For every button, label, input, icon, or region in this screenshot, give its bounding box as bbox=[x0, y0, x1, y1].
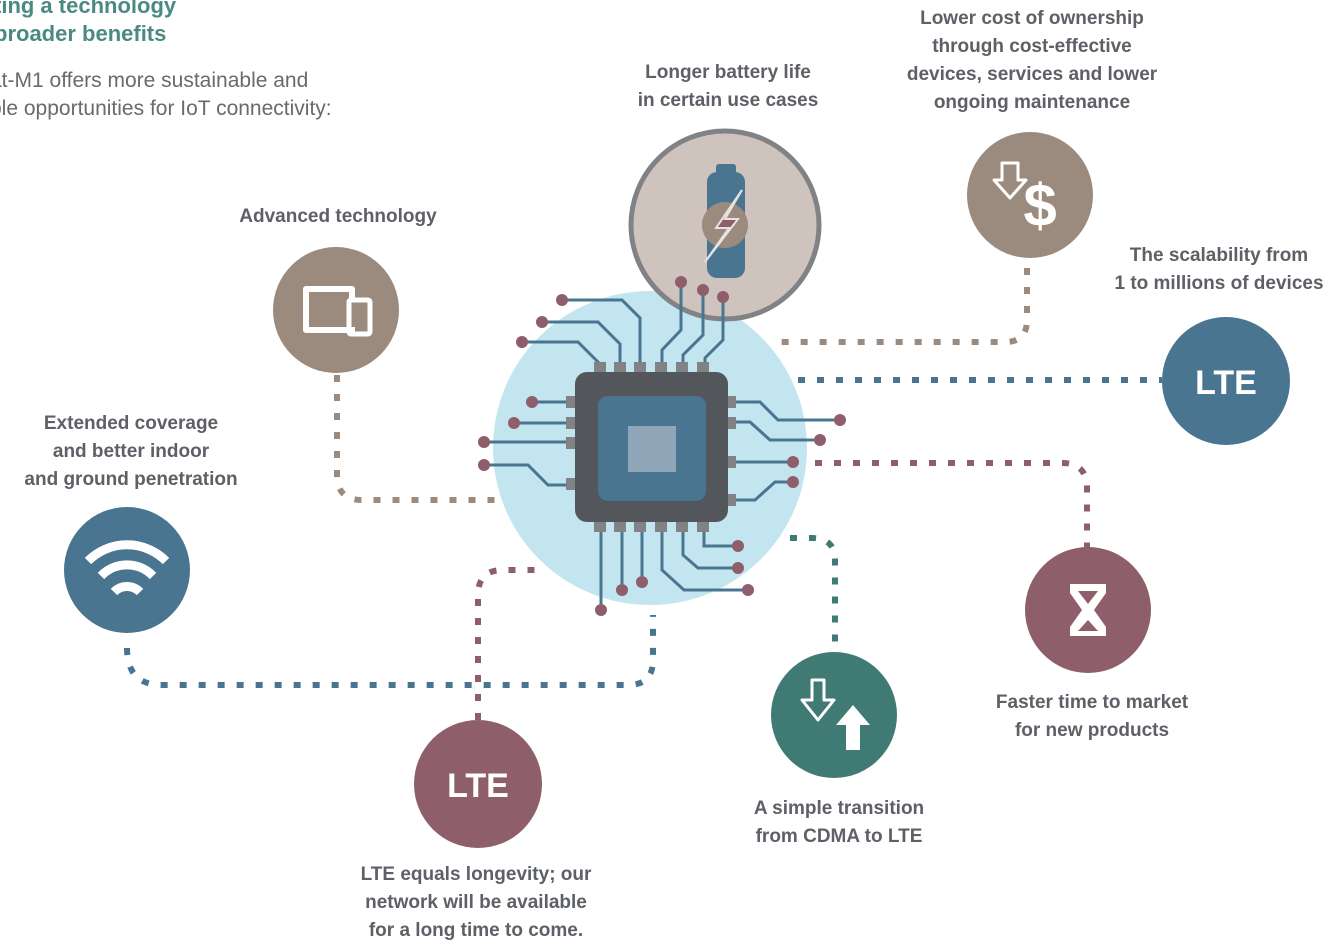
label-line: A simple transition bbox=[753, 798, 925, 819]
connector-coverage bbox=[124, 615, 656, 688]
label-line: for a long time to come. bbox=[368, 920, 584, 941]
connector-time bbox=[815, 460, 1090, 548]
connector-cost bbox=[770, 268, 1030, 345]
lte-scalability-text: LTE bbox=[1195, 364, 1257, 402]
label-line: and ground penetration bbox=[24, 469, 238, 490]
label-line: Longer battery life bbox=[645, 62, 811, 83]
label-line: ongoing maintenance bbox=[933, 92, 1131, 113]
intro-line-2: ble opportunities for IoT connectivity: bbox=[0, 97, 332, 120]
label-line: The scalability from bbox=[1129, 245, 1309, 266]
label-line: network will be available bbox=[365, 892, 587, 913]
connector-advanced bbox=[334, 375, 495, 503]
label-line: LTE equals longevity; our bbox=[360, 864, 592, 885]
label-line: and better indoor bbox=[52, 441, 210, 462]
lte-longevity-badge: LTE bbox=[414, 720, 542, 848]
label-line: for new products bbox=[1014, 720, 1170, 741]
title-line-2: broader benefits bbox=[0, 21, 167, 46]
label-battery: Longer battery life in certain use cases bbox=[618, 59, 838, 115]
label-scalability: The scalability from 1 to millions of de… bbox=[1100, 242, 1338, 298]
label-transition: A simple transition from CDMA to LTE bbox=[730, 795, 948, 851]
label-line: Advanced technology bbox=[239, 206, 437, 227]
lte-longevity-text: LTE bbox=[447, 767, 509, 805]
battery-icon bbox=[628, 128, 822, 322]
label-line: in certain use cases bbox=[637, 90, 819, 111]
label-longevity: LTE equals longevity; our network will b… bbox=[338, 861, 614, 945]
trace-terminals bbox=[478, 276, 846, 616]
label-line: Lower cost of ownership bbox=[920, 8, 1144, 29]
intro-text: at-M1 offers more sustainable and ble op… bbox=[0, 67, 332, 123]
label-time-to-market: Faster time to market for new products bbox=[968, 689, 1216, 745]
label-advanced-technology: Advanced technology bbox=[222, 203, 454, 231]
label-line: Extended coverage bbox=[43, 413, 219, 434]
lte-scalability-badge: LTE bbox=[1162, 317, 1290, 445]
label-line: Faster time to market bbox=[995, 692, 1189, 713]
label-cost: Lower cost of ownership through cost-eff… bbox=[882, 5, 1182, 117]
connector-longevity bbox=[475, 567, 540, 720]
label-line: 1 to millions of devices bbox=[1114, 273, 1324, 294]
label-line: from CDMA to LTE bbox=[755, 826, 923, 847]
tablet-phone-icon bbox=[273, 247, 399, 373]
label-line: devices, services and lower bbox=[906, 64, 1158, 85]
label-coverage: Extended coverage and better indoor and … bbox=[2, 410, 260, 494]
wifi-icon bbox=[64, 507, 190, 633]
processor-chip bbox=[566, 362, 736, 532]
svg-text:$: $ bbox=[1023, 172, 1056, 239]
arrows-transition-icon bbox=[771, 652, 897, 778]
title-line-1: ting a technology bbox=[0, 0, 177, 18]
intro-line-1: at-M1 offers more sustainable and bbox=[0, 69, 309, 92]
connectors bbox=[124, 268, 1162, 720]
label-line: through cost-effective bbox=[932, 36, 1132, 57]
hourglass-icon bbox=[1025, 547, 1151, 673]
connector-transition bbox=[790, 535, 838, 650]
page-title: ting a technology broader benefits bbox=[0, 0, 176, 48]
chip-traces bbox=[484, 282, 840, 610]
dollar-down-icon: $ bbox=[967, 132, 1093, 258]
